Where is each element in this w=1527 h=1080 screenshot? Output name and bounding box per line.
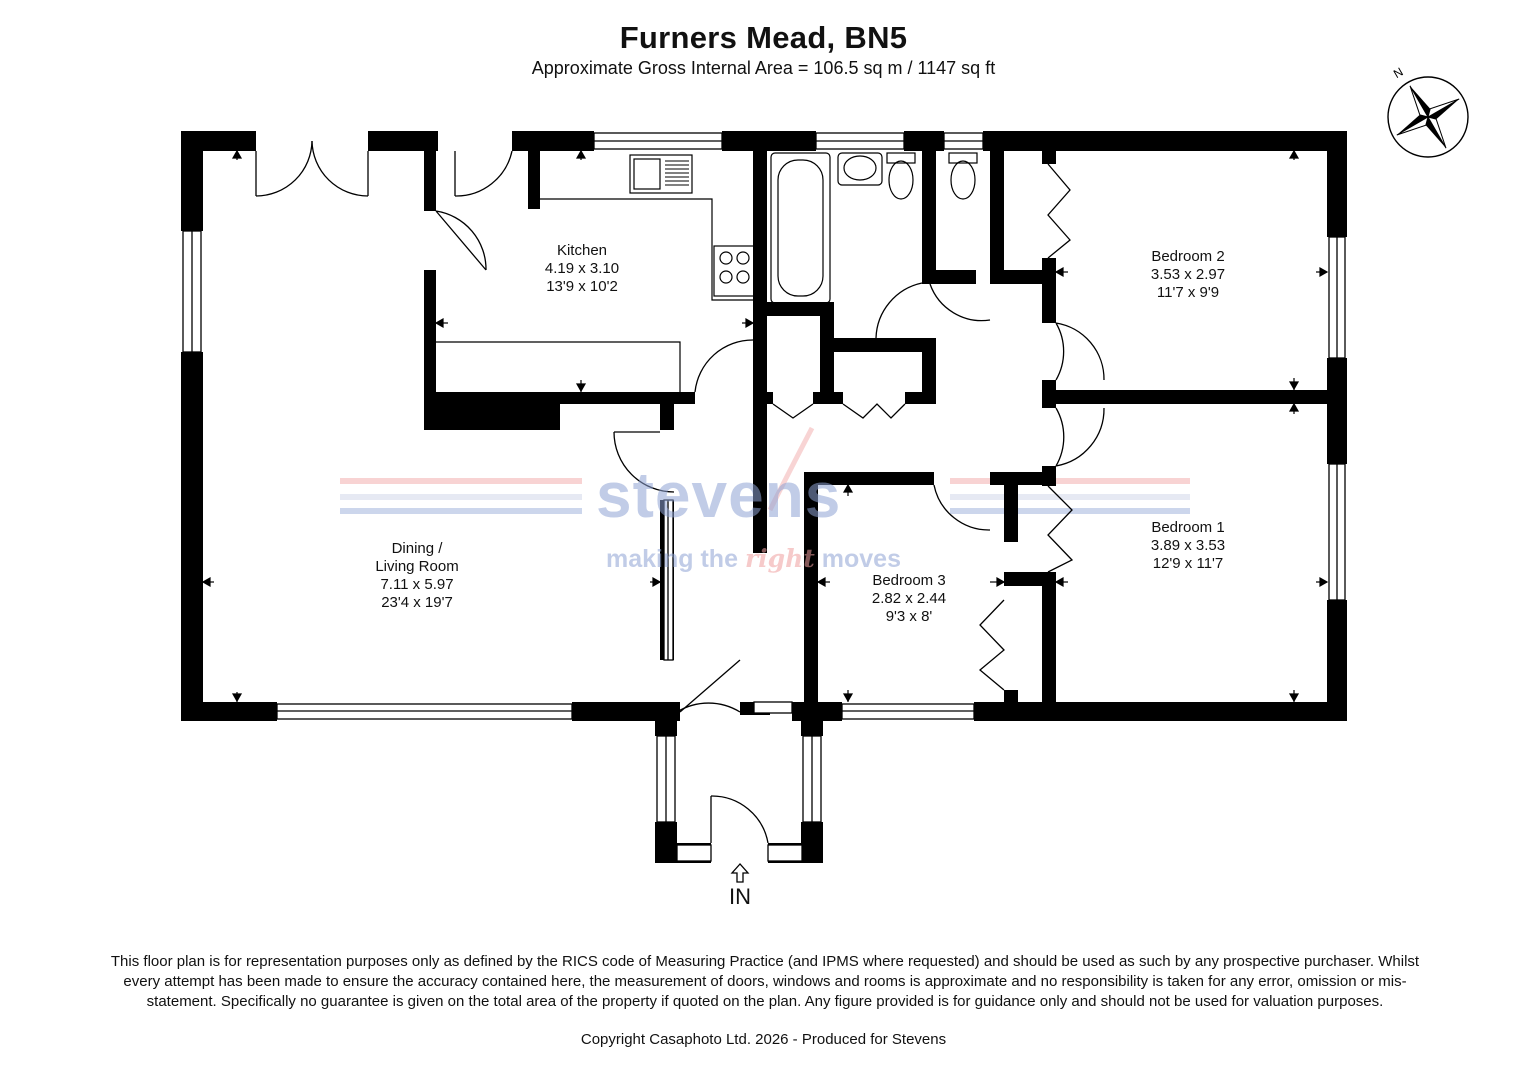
watermark-tagline: making the right moves (606, 544, 901, 574)
room-metric: 4.19 x 3.10 (544, 260, 620, 277)
watermark-tag-before: making the (606, 545, 738, 573)
dimension-markers (201, 149, 1329, 703)
compass-north-label: N (1391, 65, 1406, 81)
watermark-tag-after: moves (821, 545, 901, 573)
room-metric: 7.11 x 5.97 (380, 576, 454, 593)
room-metric: 2.82 x 2.44 (871, 590, 947, 607)
room-label-bedroom2: Bedroom 2 3.53 x 2.97 11'7 x 9'9 (1138, 248, 1238, 302)
room-label-kitchen: Kitchen 4.19 x 3.10 13'9 x 10'2 (532, 242, 632, 296)
compass-rose-icon: N (1387, 65, 1469, 158)
room-name: Bedroom 3 (872, 572, 946, 589)
room-imperial: 23'4 x 19'7 (381, 594, 453, 611)
fixtures (436, 152, 978, 392)
room-metric: 3.89 x 3.53 (1150, 537, 1226, 554)
room-imperial: 11'7 x 9'9 (1156, 284, 1220, 301)
sink-icon (837, 152, 883, 186)
windows (182, 132, 1346, 862)
watermark-stripes (340, 426, 1190, 514)
room-imperial: 9'3 x 8' (885, 608, 933, 625)
toilet-icon (888, 160, 914, 200)
entrance-arrow-icon (730, 863, 750, 883)
room-metric: 3.53 x 2.97 (1150, 266, 1226, 283)
room-label-living: Dining / Living Room 7.11 x 5.97 23'4 x … (357, 540, 477, 612)
entrance-label: IN (729, 884, 751, 909)
watermark-brand: stevens (596, 459, 842, 531)
room-name: Bedroom 1 (1151, 519, 1225, 536)
bathtub-icon (770, 152, 831, 304)
hob-icon (713, 245, 755, 297)
room-imperial: 12'9 x 11'7 (1152, 555, 1224, 572)
walls (181, 131, 1347, 863)
doors (255, 140, 1105, 844)
room-name-line2: Living Room (375, 558, 459, 575)
kitchen-sink-icon (629, 154, 693, 194)
room-label-bedroom3: Bedroom 3 2.82 x 2.44 9'3 x 8' (859, 572, 959, 626)
disclaimer-text: This floor plan is for representation pu… (110, 953, 1420, 1010)
toilet-icon (950, 160, 976, 200)
room-name: Bedroom 2 (1151, 248, 1225, 265)
watermark-tag-accent: right (744, 544, 815, 573)
copyright-text: Copyright Casaphoto Ltd. 2026 - Produced… (580, 1031, 947, 1048)
room-label-bedroom1: Bedroom 1 3.89 x 3.53 12'9 x 11'7 (1138, 519, 1238, 573)
plan-area-subtitle: Approximate Gross Internal Area = 106.5 … (531, 58, 996, 78)
room-name-line1: Dining / (391, 540, 443, 557)
plan-title: Furners Mead, BN5 (619, 20, 908, 55)
room-name: Kitchen (556, 242, 608, 259)
room-imperial: 13'9 x 10'2 (546, 278, 618, 295)
